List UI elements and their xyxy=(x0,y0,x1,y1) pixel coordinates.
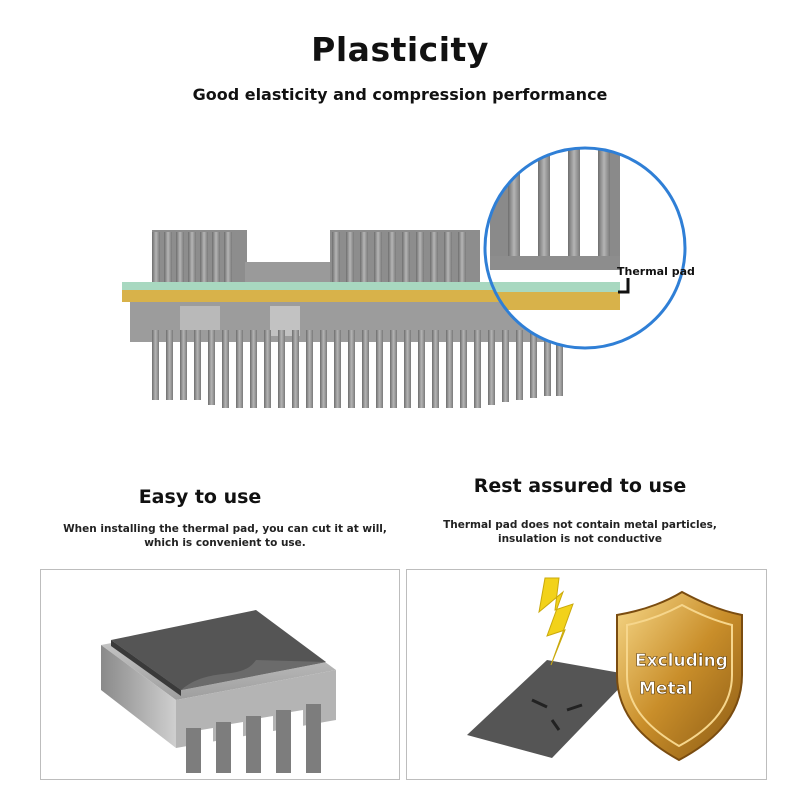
feature-safe-description: Thermal pad does not contain metal parti… xyxy=(443,519,717,545)
callout-arrow-icon xyxy=(618,278,630,294)
shield-line-1: Excluding xyxy=(635,651,728,671)
easy-to-use-image-panel xyxy=(40,569,400,780)
upper-heatsink-right xyxy=(330,230,480,282)
shield-icon xyxy=(616,590,743,762)
feature-safe-title: Rest assured to use xyxy=(473,475,687,497)
thermal-pad-label: Thermal pad xyxy=(617,265,695,278)
feature-easy-title: Easy to use xyxy=(138,486,262,508)
pcb-board xyxy=(122,290,522,302)
lower-heatsink xyxy=(130,302,565,408)
thermal-pad-layer xyxy=(122,282,522,290)
lightning-bolt-icon xyxy=(538,577,574,666)
page-subtitle: Good elasticity and compression performa… xyxy=(192,85,608,104)
insulation-illustration: Excluding Metal xyxy=(467,577,743,762)
shield-line-2: Metal xyxy=(639,679,693,699)
heatsink-cross-section-illustration: Thermal pad xyxy=(122,146,695,408)
feature-easy-description: When installing the thermal pad, you can… xyxy=(63,523,387,549)
page-title: Plasticity xyxy=(311,30,489,69)
heatsink-with-pad-illustration xyxy=(101,610,336,773)
upper-heatsink-left xyxy=(152,230,247,282)
thermal-pad-sample xyxy=(467,660,632,758)
heatsink-base-middle xyxy=(245,262,330,284)
magnifier-callout: Thermal pad xyxy=(483,146,695,350)
insulation-image-panel: Excluding Metal xyxy=(406,569,767,780)
